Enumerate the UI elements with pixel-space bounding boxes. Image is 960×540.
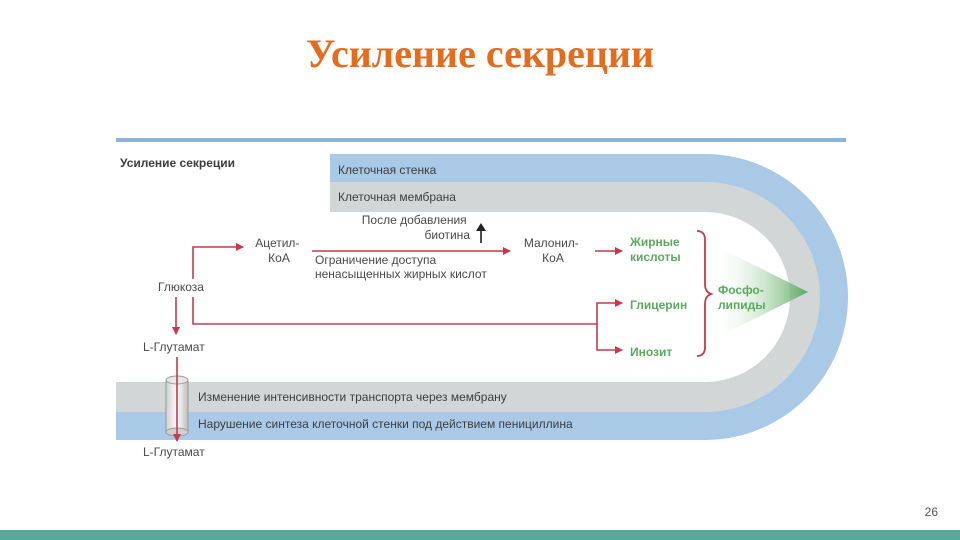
arrow-branch-glycerol <box>596 299 623 324</box>
arrow-glucose-acetyl <box>192 243 244 279</box>
slide-title: Усиление секреции <box>305 31 655 76</box>
brace-right <box>696 230 714 357</box>
glycerol-label: Глицерин <box>630 298 687 312</box>
arrow-branch-inositol <box>596 324 623 354</box>
glutamate-inner-label: L-Глутамат <box>143 340 205 354</box>
diagram-top-rule <box>116 138 846 142</box>
phospholipid-funnel <box>712 244 808 340</box>
penicillin-label: Нарушение синтеза клеточной стенки под д… <box>198 417 573 431</box>
phospholipids-label: Фосфо- липиды <box>718 283 767 312</box>
glucose-label: Глюкоза <box>158 280 204 294</box>
cell-wall-label: Клеточная стенка <box>338 163 437 177</box>
after-biotin-label: После добавления биотина <box>362 213 471 242</box>
bottom-accent-bar <box>0 530 960 540</box>
transport-change-label: Изменение интенсивности транспорта через… <box>198 390 507 404</box>
acetyl-coa-label: Ацетил- КоА <box>255 236 303 265</box>
cell-membrane-label: Клеточная мембрана <box>338 190 456 204</box>
glutamate-outer-label: L-Глутамат <box>143 445 205 459</box>
malonyl-coa-label: Малонил- КоА <box>524 236 582 265</box>
up-arrow-icon <box>476 223 486 243</box>
restriction-label: Ограничение доступа ненасыщенных жирных … <box>315 253 487 281</box>
inositol-label: Инозит <box>630 345 672 359</box>
diagram-header: Усиление секреции <box>120 156 235 170</box>
arrow-glucose-branch <box>192 297 597 325</box>
page-number: 26 <box>924 505 938 519</box>
fatty-acids-label: Жирные кислоты <box>629 235 683 264</box>
pathway-arrows <box>172 243 623 442</box>
